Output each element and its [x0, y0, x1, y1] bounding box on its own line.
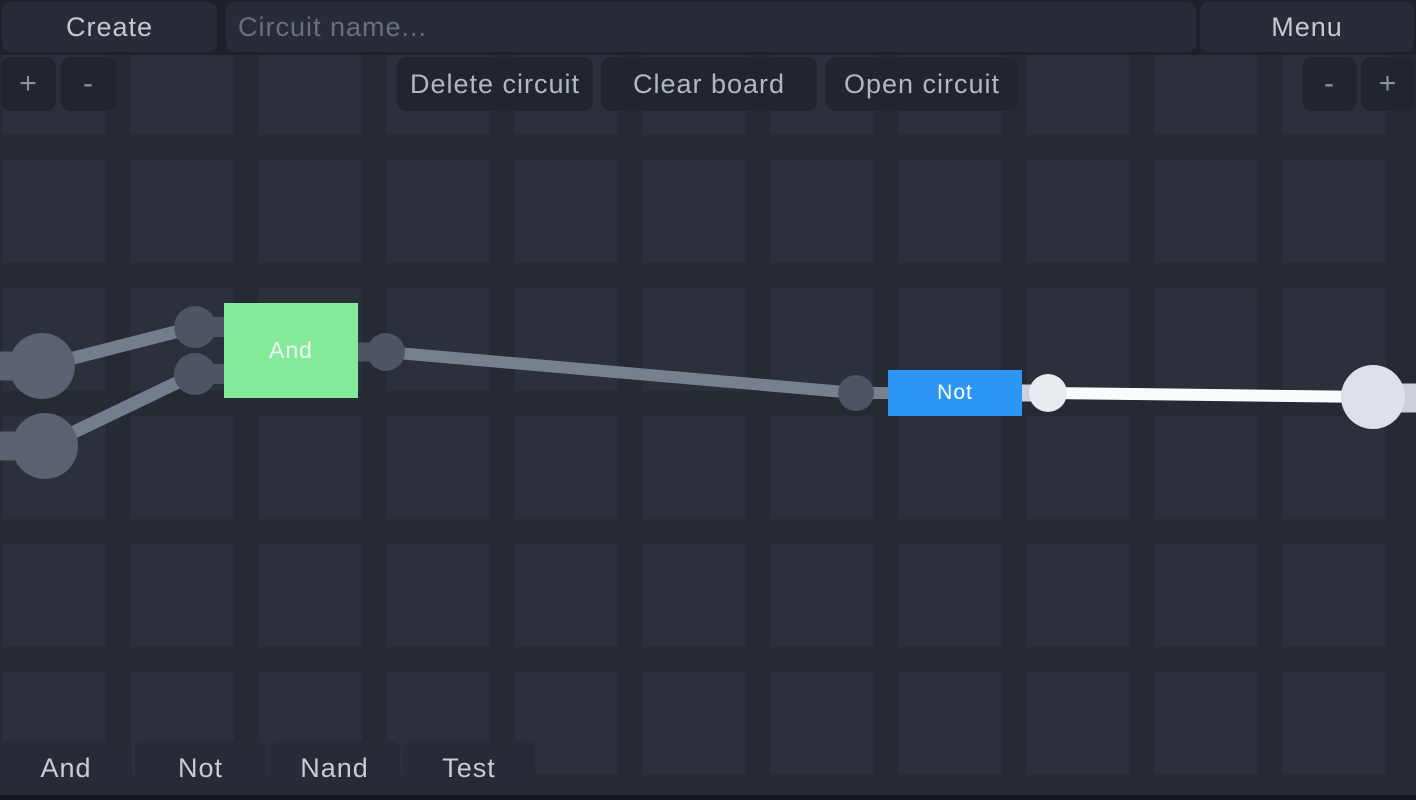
create-button[interactable]: Create: [2, 2, 217, 52]
bottom-edge-strip: [0, 795, 1416, 800]
input-node-large-2[interactable]: [12, 413, 78, 479]
and-gate[interactable]: And: [224, 303, 358, 398]
palette-and-button[interactable]: And: [0, 741, 132, 796]
not-output-node[interactable]: [1029, 374, 1067, 412]
and-input-node-1[interactable]: [174, 306, 216, 348]
open-circuit-button[interactable]: Open circuit: [826, 57, 1018, 111]
and-output-node[interactable]: [367, 333, 405, 371]
palette-nand-button[interactable]: Nand: [269, 741, 400, 796]
circuit-name-input[interactable]: [226, 2, 1196, 52]
wire-and-to-not[interactable]: [385, 346, 857, 399]
and-gate-label: And: [269, 337, 313, 363]
not-input-node[interactable]: [838, 375, 874, 411]
clear-board-button[interactable]: Clear board: [601, 57, 817, 111]
palette-not-button[interactable]: Not: [135, 741, 266, 796]
and-input-node-2[interactable]: [174, 353, 216, 395]
output-node-large[interactable]: [1341, 365, 1405, 429]
input-node-large-1[interactable]: [9, 333, 75, 399]
zoom-in-right-button[interactable]: +: [1361, 57, 1415, 111]
menu-button[interactable]: Menu: [1200, 2, 1414, 52]
not-gate[interactable]: Not: [888, 370, 1022, 416]
palette-test-button[interactable]: Test: [403, 741, 535, 796]
zoom-out-left-button[interactable]: -: [61, 57, 116, 111]
delete-circuit-button[interactable]: Delete circuit: [397, 57, 593, 111]
zoom-out-right-button[interactable]: -: [1302, 57, 1357, 111]
zoom-in-left-button[interactable]: +: [1, 57, 56, 111]
not-gate-label: Not: [937, 381, 973, 404]
wire-not-to-output[interactable]: [1047, 387, 1374, 403]
